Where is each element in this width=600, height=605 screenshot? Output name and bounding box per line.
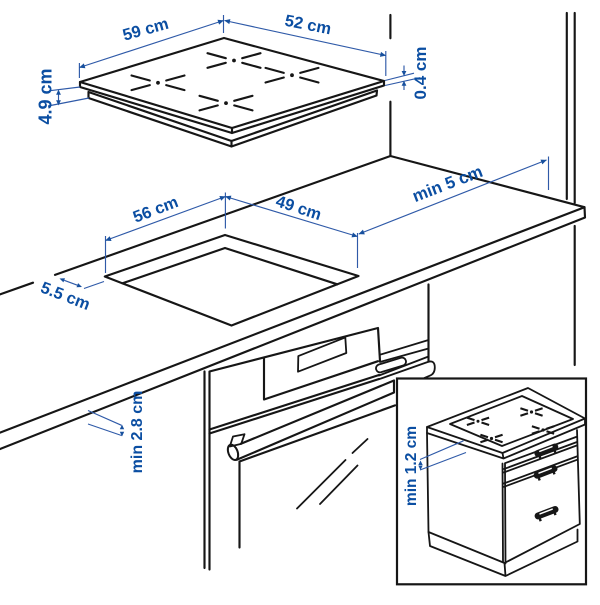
svg-text:0.4 cm: 0.4 cm <box>411 47 430 100</box>
svg-text:4.9 cm: 4.9 cm <box>36 68 56 124</box>
svg-text:min 2.8 cm: min 2.8 cm <box>129 391 146 474</box>
svg-text:min 1.2 cm: min 1.2 cm <box>403 426 420 506</box>
